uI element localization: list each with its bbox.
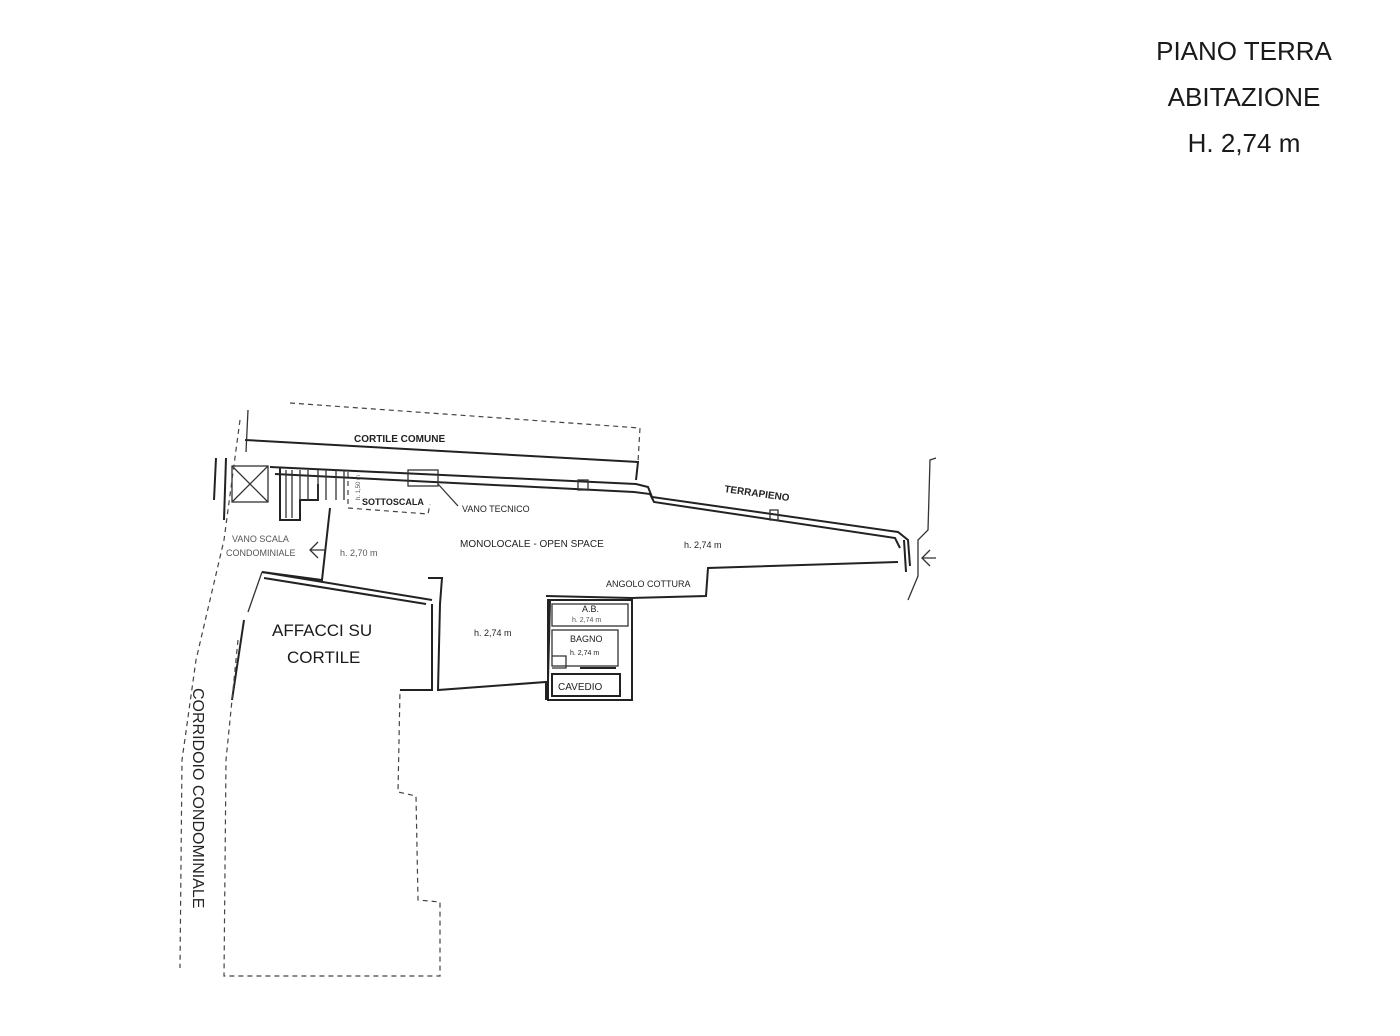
monolocale-label: MONOLOCALE - OPEN SPACE [460, 539, 604, 550]
height-label-274-center: h. 2,74 m [474, 628, 512, 638]
plan-title-floor: PIANO TERRA [1156, 36, 1332, 66]
plan-title-type: ABITAZIONE [1167, 82, 1321, 112]
height-label-274-right: h. 2,74 m [684, 540, 722, 550]
corridoio-label: CORRIDOIO CONDOMINIALE [189, 688, 206, 908]
corridoio-area [179, 419, 263, 969]
vano-tecnico-block [407, 469, 439, 487]
cortile-comune-area [244, 402, 641, 481]
sottoscala-label: SOTTOSCALA [362, 497, 424, 507]
height-label-270: h. 2,70 m [340, 548, 378, 558]
plan-title-height: H. 2,74 m [1187, 128, 1301, 158]
plan-title-block: PIANO TERRA ABITAZIONE H. 2,74 m [1124, 28, 1364, 166]
affacci-boundary [223, 571, 441, 977]
vano-scala-label: VANO SCALA [232, 534, 289, 544]
cortile-comune-label: CORTILE COMUNE [354, 434, 445, 445]
terrapieno-label: TERRAPIENO [724, 484, 791, 504]
entrance-arrow-icon [309, 541, 326, 559]
sottoscala-height-label: h. 1,50 m [356, 475, 362, 500]
ab-label: A.B. [582, 604, 599, 614]
entrance-arrow-icon [921, 549, 936, 567]
north-wall [269, 466, 911, 567]
monolocale-walls [400, 561, 899, 700]
stair-area [231, 465, 431, 521]
angolo-cottura-label: ANGOLO COTTURA [606, 579, 691, 589]
bagno-height-label: h. 2,74 m [570, 650, 599, 657]
vano-tecnico-label: VANO TECNICO [462, 504, 530, 514]
cavedio-label: CAVEDIO [558, 682, 602, 693]
ab-height-label: h. 2,74 m [572, 617, 601, 624]
bagno-label: BAGNO [570, 634, 603, 644]
vano-scala-label-2: CONDOMINIALE [226, 548, 296, 558]
bagno-block [547, 599, 633, 701]
east-end [903, 457, 937, 601]
affacci-label-2: CORTILE [287, 648, 360, 667]
affacci-label-1: AFFACCI SU [272, 621, 372, 640]
